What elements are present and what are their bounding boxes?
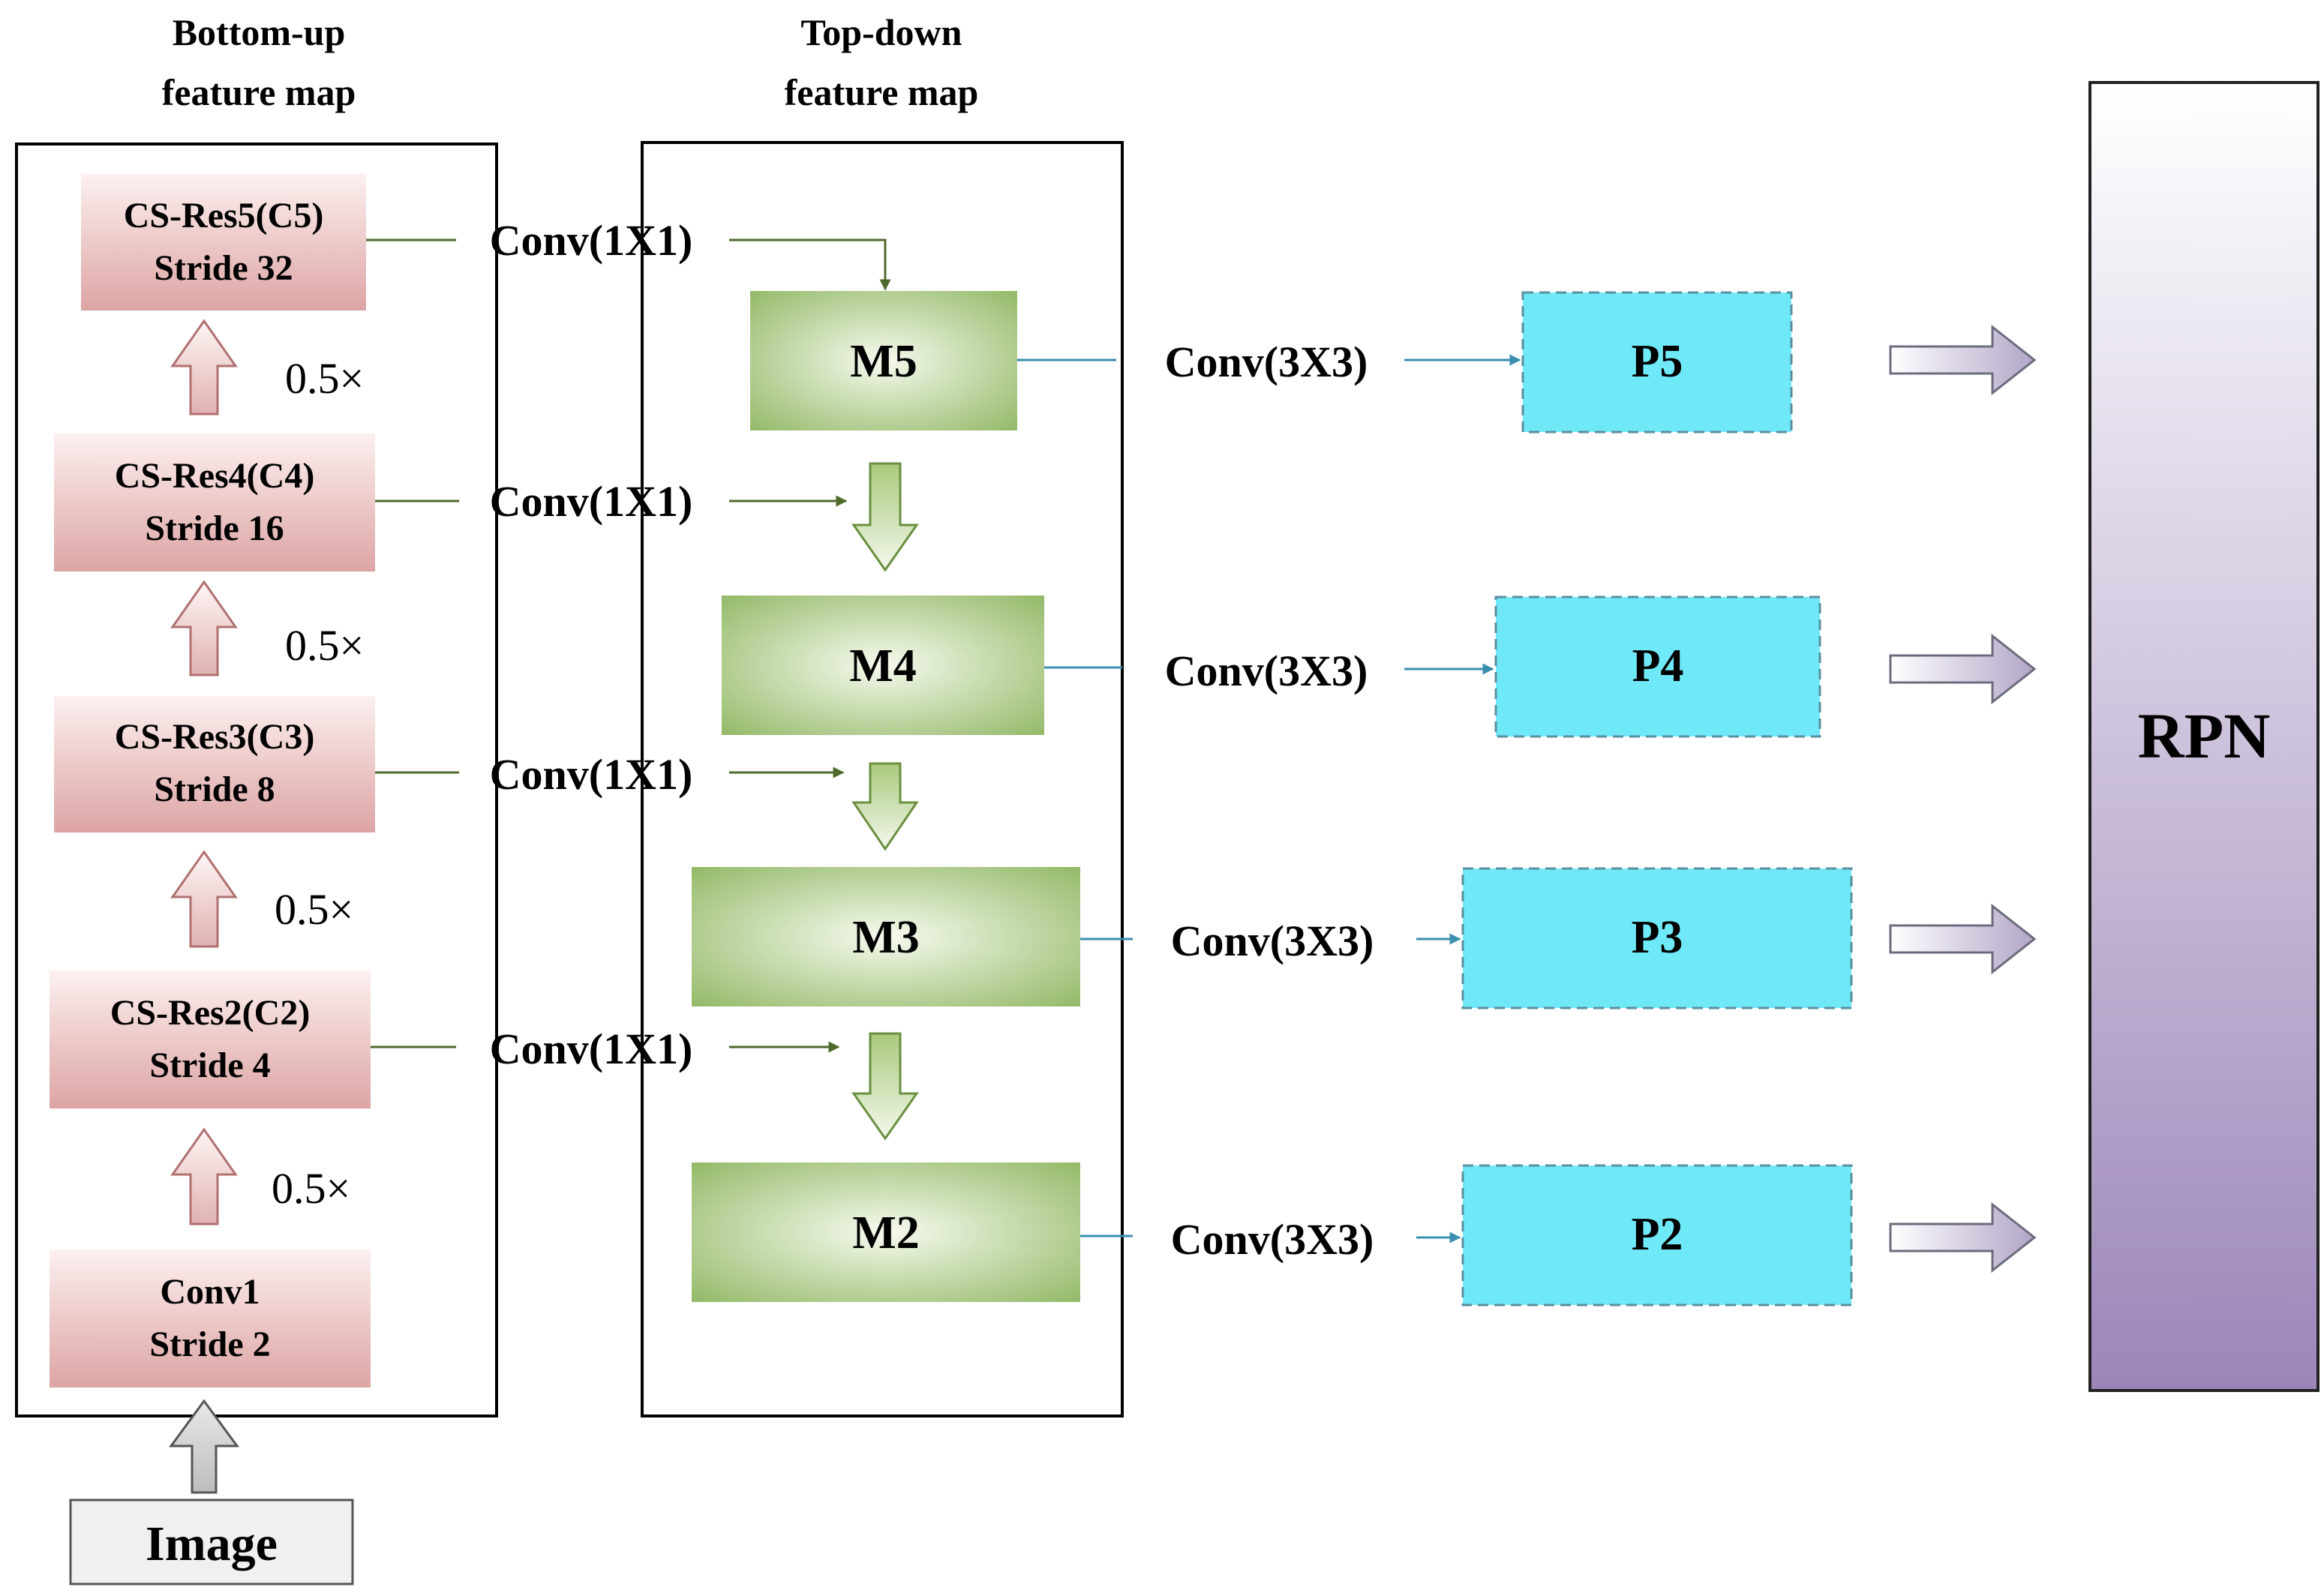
m2-label: M2 [852, 1208, 920, 1258]
p2-label: P2 [1632, 1209, 1683, 1260]
p4-box: P4 [1494, 596, 1821, 738]
m3-box: M3 [692, 867, 1080, 1006]
c3-box: CS-Res3(C3) Stride 8 [54, 696, 375, 832]
p3-box: P3 [1461, 867, 1853, 1010]
m2-box: M2 [692, 1162, 1080, 1302]
c3-stride: Stride 8 [154, 770, 275, 809]
m4-box: M4 [722, 596, 1044, 735]
p3-label: P3 [1632, 912, 1683, 963]
down-arrow-m4-m3 [851, 762, 919, 851]
lateral-conv-label-4: Conv(1X1) [490, 477, 693, 526]
lateral-conv-label-5: Conv(1X1) [490, 216, 693, 265]
up-arrow-c4-c5 [170, 319, 238, 416]
conv1-stride: Stride 2 [149, 1324, 270, 1364]
smooth-conv-label-4: Conv(3X3) [1165, 646, 1368, 695]
lateral-arrow-m5 [729, 238, 891, 291]
c4-box: CS-Res4(C4) Stride 16 [54, 434, 375, 572]
rpn-label: RPN [2138, 700, 2271, 772]
image-input-box: Image [69, 1498, 354, 1586]
c4-name: CS-Res4(C4) [115, 456, 315, 496]
image-label: Image [146, 1516, 278, 1571]
p5-label: P5 [1632, 336, 1683, 387]
rpn-box: RPN [2088, 81, 2319, 1392]
top-down-container [641, 141, 1124, 1418]
lateral-conv-label-3: Conv(1X1) [490, 750, 693, 799]
up-arrow-conv1-c2 [170, 1127, 238, 1226]
lateral-conv-label-2: Conv(1X1) [490, 1024, 693, 1073]
c3-name: CS-Res3(C3) [115, 717, 315, 757]
scale-label-3: 0.5× [275, 885, 353, 934]
m5-box: M5 [750, 291, 1017, 430]
up-arrow-image [169, 1399, 239, 1494]
smooth-conv-label-5: Conv(3X3) [1165, 338, 1368, 386]
top-down-title-line2: feature map [785, 71, 979, 113]
c5-box: CS-Res5(C5) Stride 32 [81, 174, 366, 310]
up-arrow-c3-c4 [170, 580, 238, 676]
right-arrow-p5 [1889, 324, 2037, 396]
c2-name: CS-Res2(C2) [110, 993, 311, 1033]
right-arrow-p4 [1889, 633, 2037, 705]
c4-stride: Stride 16 [145, 508, 284, 548]
right-arrow-p3 [1889, 903, 2037, 975]
m3-label: M3 [852, 912, 920, 963]
m4-label: M4 [849, 640, 917, 692]
down-arrow-m3-m2 [851, 1032, 919, 1141]
bottom-up-title-line2: feature map [162, 71, 356, 113]
smooth-conv-label-3: Conv(3X3) [1171, 916, 1374, 965]
scale-label-1: 0.5× [285, 354, 364, 403]
bottom-up-title-line1: Bottom-up [173, 11, 346, 53]
c5-stride: Stride 32 [154, 248, 293, 288]
smooth-conv-label-2: Conv(3X3) [1171, 1215, 1374, 1264]
top-down-title-line1: Top-down [801, 11, 962, 53]
scale-label-2: 0.5× [285, 621, 364, 670]
conv1-box: Conv1 Stride 2 [50, 1250, 371, 1388]
p2-box: P2 [1461, 1164, 1853, 1306]
scale-label-4: 0.5× [272, 1164, 350, 1213]
c5-name: CS-Res5(C5) [124, 196, 324, 236]
c2-stride: Stride 4 [149, 1046, 270, 1085]
p4-label: P4 [1632, 640, 1684, 692]
up-arrow-c2-c3 [170, 850, 238, 948]
p5-box: P5 [1521, 291, 1793, 434]
c2-box: CS-Res2(C2) Stride 4 [50, 970, 371, 1108]
conv1-name: Conv1 [160, 1272, 260, 1312]
down-arrow-m5-m4 [851, 462, 919, 572]
bottom-up-container [15, 142, 498, 1418]
m5-label: M5 [850, 336, 917, 387]
right-arrow-p2 [1889, 1202, 2037, 1274]
